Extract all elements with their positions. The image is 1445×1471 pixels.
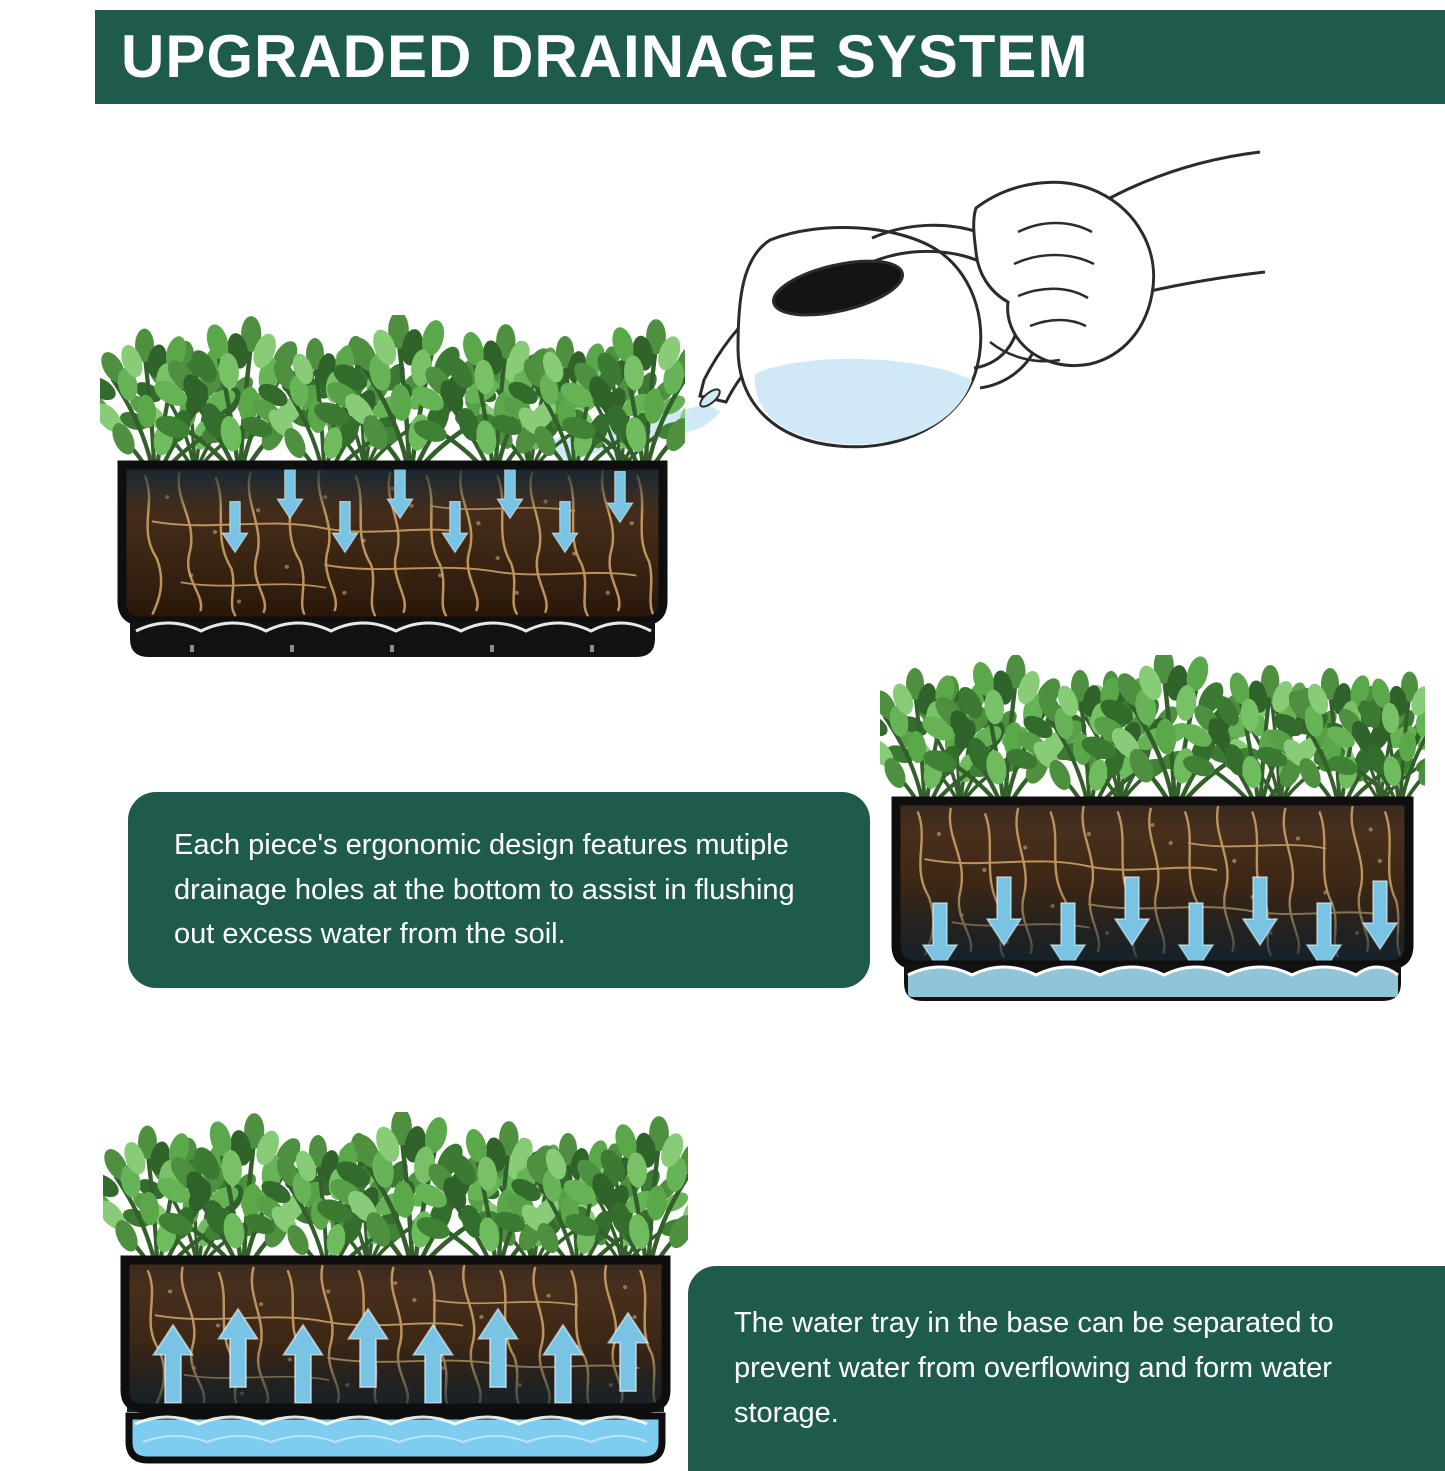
water-tray	[904, 965, 1401, 1001]
plants	[880, 655, 1425, 821]
callout-drainage-holes-text: Each piece's ergonomic design features m…	[174, 828, 795, 951]
water-in-can	[754, 358, 972, 445]
watering-can-body	[698, 223, 1045, 449]
container	[891, 796, 1414, 1001]
planter-right-illustration	[880, 655, 1425, 1001]
can-opening	[771, 259, 905, 317]
header-banner: UPGRADED DRAINAGE SYSTEM	[95, 10, 1445, 104]
arm-lines	[1109, 150, 1266, 294]
page-title: UPGRADED DRAINAGE SYSTEM	[121, 23, 1089, 90]
planter-top-illustration	[100, 315, 685, 657]
callout-drainage-holes: Each piece's ergonomic design features m…	[128, 792, 870, 988]
separable-water-tray	[125, 1412, 666, 1464]
watering-can-illustration	[546, 150, 1266, 462]
water-tray	[130, 621, 655, 657]
callout-water-tray-text: The water tray in the base can be separa…	[734, 1307, 1334, 1429]
container-outline	[120, 1255, 671, 1413]
callout-water-tray: The water tray in the base can be separa…	[688, 1266, 1445, 1471]
planter-bottom-illustration	[103, 1112, 688, 1464]
container	[120, 1255, 671, 1464]
container	[117, 460, 668, 657]
hand	[972, 180, 1156, 368]
